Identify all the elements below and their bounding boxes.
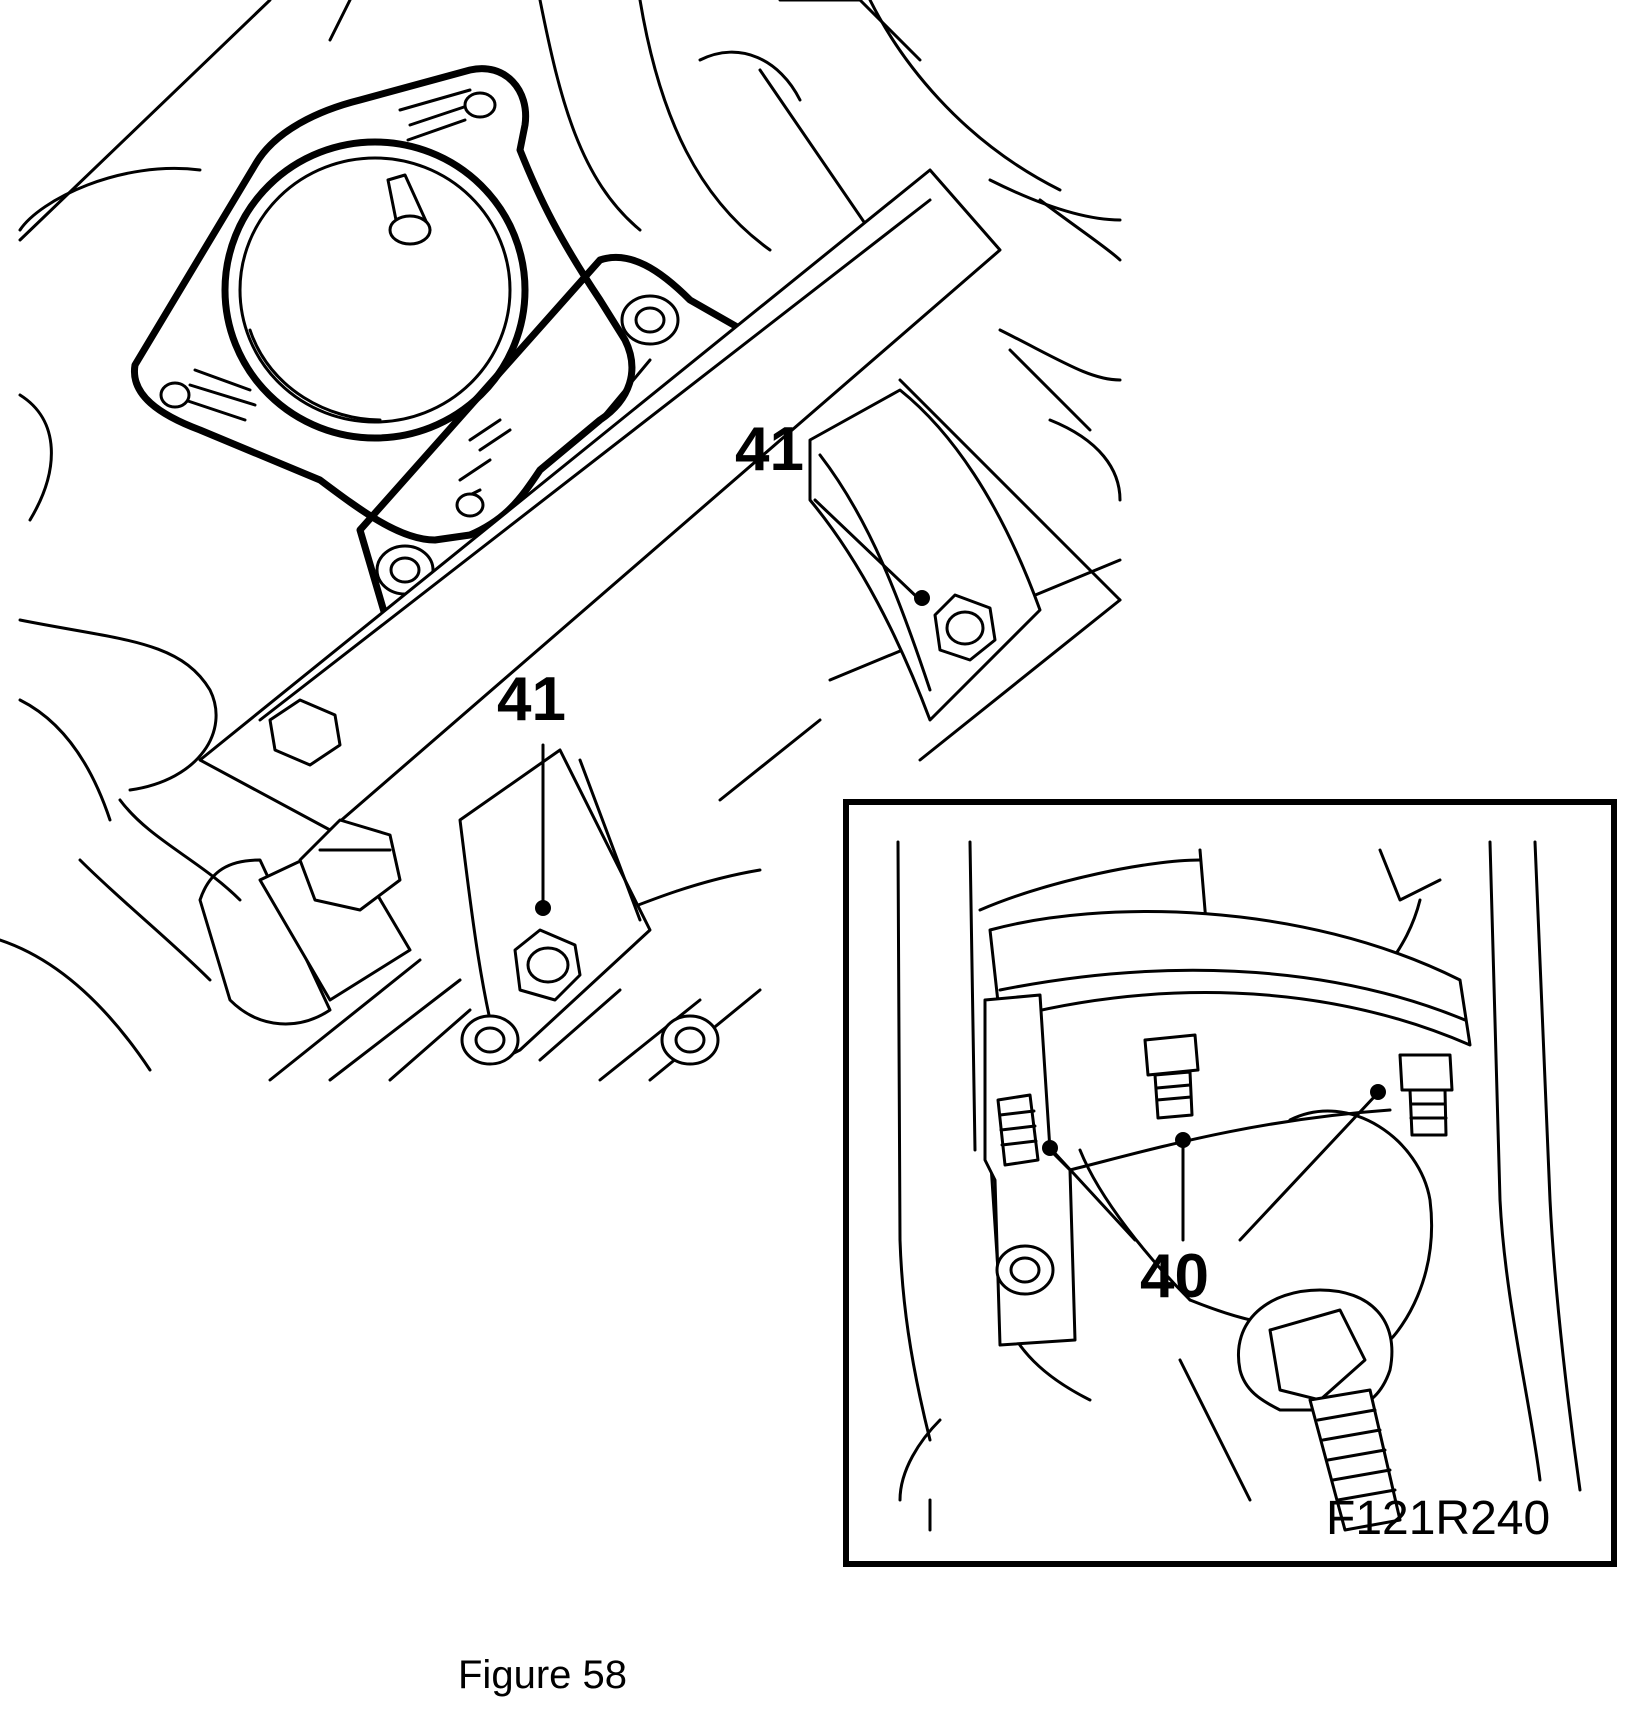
inset-view: 40 F121R240 bbox=[843, 799, 1617, 1567]
callout-label: 40 bbox=[1140, 1242, 1209, 1311]
callout-41-upper: 41 bbox=[735, 415, 930, 606]
inset-stud-middle bbox=[1143, 1033, 1200, 1120]
figure-caption: Figure 58 bbox=[458, 1653, 627, 1697]
stay-left-bolt bbox=[513, 928, 582, 1002]
inset-stud-left bbox=[996, 1093, 1040, 1167]
callout-label: 41 bbox=[497, 665, 566, 734]
drawing-code: F121R240 bbox=[1326, 1492, 1550, 1545]
stay-right-bolt bbox=[933, 593, 997, 662]
callout-label: 41 bbox=[735, 415, 804, 484]
callout-40: 40 bbox=[1042, 1084, 1386, 1311]
callout-dot bbox=[1370, 1084, 1386, 1100]
left-small-bolt bbox=[268, 698, 342, 767]
callout-dot bbox=[535, 900, 551, 916]
callout-dot bbox=[1175, 1132, 1191, 1148]
inset-hose bbox=[1237, 1288, 1402, 1532]
flange-slot-left bbox=[159, 368, 257, 422]
main-view: 41 41 bbox=[0, 0, 1122, 1082]
callout-dot bbox=[1042, 1140, 1058, 1156]
inset-flange bbox=[988, 910, 1472, 1047]
left-hex-bolt bbox=[298, 818, 402, 912]
callout-41-lower: 41 bbox=[497, 665, 566, 916]
inset-stud-right bbox=[1398, 1053, 1454, 1137]
support-bar bbox=[198, 168, 1002, 832]
flange-slot-bottom bbox=[455, 418, 512, 518]
stay-left bbox=[458, 748, 652, 1062]
inset-frame bbox=[843, 799, 1617, 1567]
flange-slot-top bbox=[398, 88, 497, 142]
callout-dot bbox=[914, 590, 930, 606]
